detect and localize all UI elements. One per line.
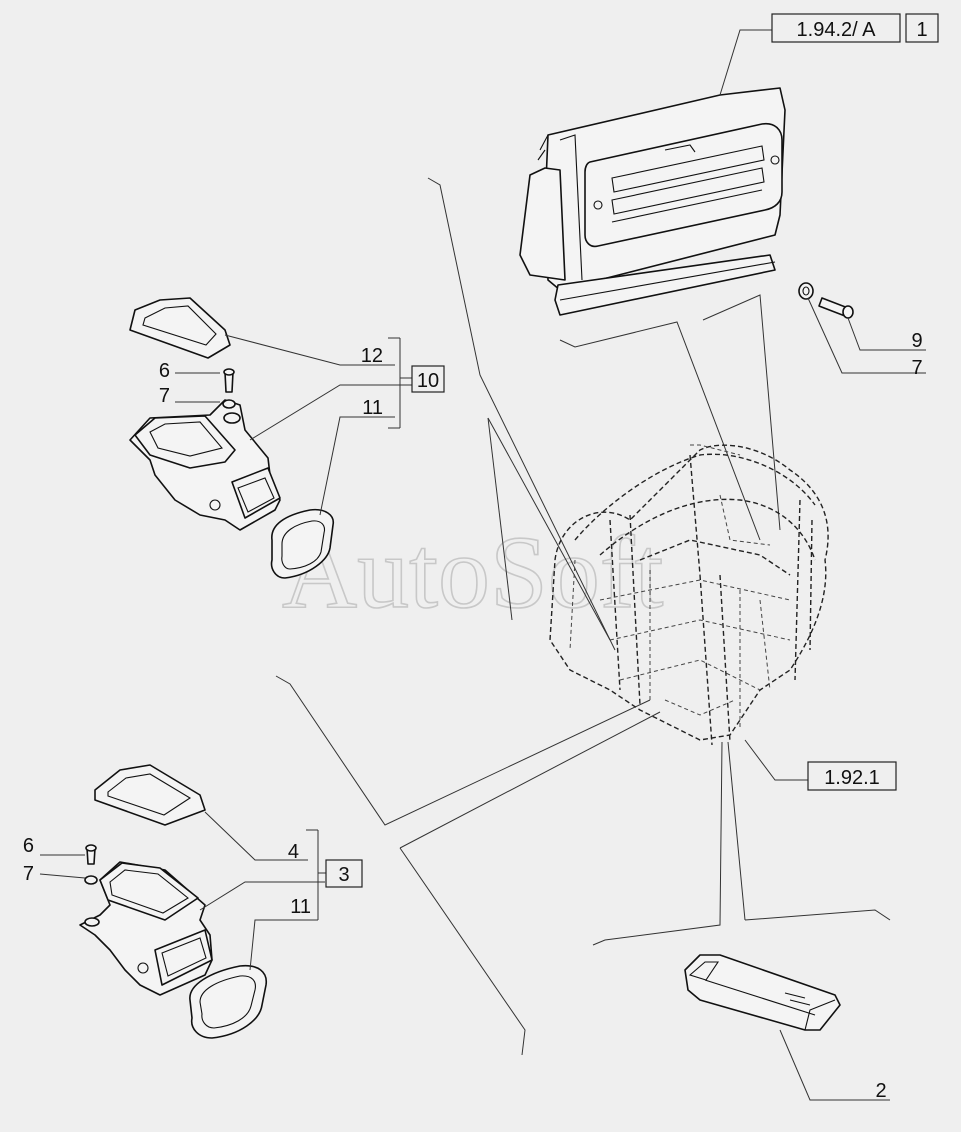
part-label-11-upper: 11: [362, 397, 383, 419]
part-label-12: 12: [361, 345, 383, 367]
air-duct-icon: [129, 399, 281, 531]
watermark: AutoSoft: [282, 515, 663, 630]
part-label-11-lower: 11: [290, 896, 311, 918]
part-leader-lines: [39, 29, 926, 1101]
cab-frame-icon: [549, 444, 829, 746]
svg-text:3: 3: [338, 864, 349, 886]
assembly-leader-lines: [275, 177, 891, 1056]
ref-box-1921[interactable]: 1.92.1: [807, 761, 897, 791]
gasket-icon: [129, 297, 231, 359]
washer-icon: [798, 282, 814, 300]
part-label-4: 4: [288, 841, 299, 863]
part-label-2: 2: [875, 1080, 886, 1102]
roof-air-box-icon: [519, 87, 786, 316]
ref-box-10[interactable]: 10: [411, 365, 445, 393]
svg-text:1.94.2/ A: 1.94.2/ A: [797, 19, 877, 41]
gasket-icon: [189, 964, 267, 1039]
svg-text:10: 10: [417, 370, 439, 392]
svg-text:1: 1: [916, 19, 927, 41]
ref-box-1942[interactable]: 1.94.2/ A: [771, 13, 901, 43]
ref-box-3[interactable]: 3: [325, 859, 363, 888]
gasket-icon: [94, 764, 206, 826]
bolt-icon: [818, 297, 854, 319]
ref-box-1[interactable]: 1: [905, 13, 939, 43]
part-label-6-upper: 6: [159, 360, 170, 382]
air-duct-icon: [79, 861, 213, 996]
part-label-7-upper: 7: [159, 385, 170, 407]
part-label-6-lower: 6: [23, 835, 34, 857]
bolt-icon: [223, 368, 235, 393]
part-label-7-right: 7: [911, 357, 922, 379]
svg-text:1.92.1: 1.92.1: [824, 767, 880, 789]
washer-icon: [222, 399, 236, 409]
gasket-icon: [270, 508, 334, 579]
washer-icon: [84, 875, 98, 885]
air-channel-icon: [684, 954, 841, 1031]
part-label-7-lower: 7: [23, 863, 34, 885]
part-label-9: 9: [911, 330, 922, 352]
bolt-icon: [85, 844, 97, 865]
